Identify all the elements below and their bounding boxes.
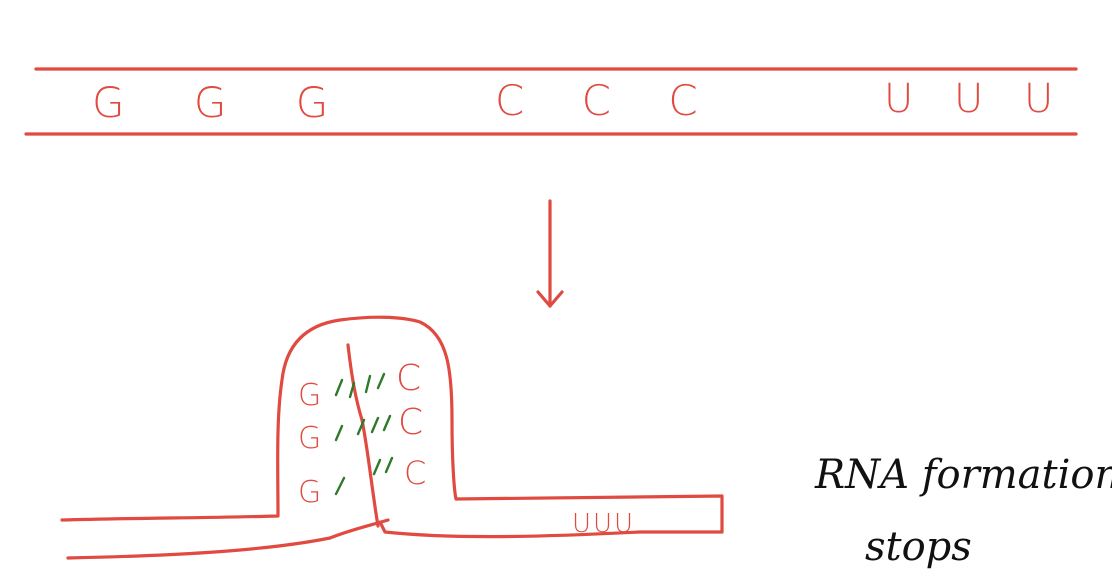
note-line-1: RNA formation [814, 452, 1112, 498]
hairpin-right-base: C [396, 358, 421, 399]
base-pairing-marks [334, 372, 394, 496]
hairpin-left-base: G [298, 421, 321, 456]
note-line-2: stops [865, 524, 972, 570]
hairpin-stem-divider [346, 343, 380, 528]
top-g-bases: G G G [92, 78, 356, 127]
top-c-bases: C C C [495, 76, 720, 125]
hairpin-left-base: G [298, 475, 321, 510]
hairpin-right-base: C [398, 402, 423, 443]
hairpin-outer-strand [60, 315, 724, 539]
hairpin-left-base: G [298, 378, 321, 413]
hairpin-lower-strand [66, 518, 390, 560]
top-u-bases: U U U [884, 76, 1067, 122]
hairpin-right-base: C [404, 454, 426, 492]
hairpin-tail-bases: UUU [572, 509, 635, 539]
arrow-down-icon [536, 199, 564, 308]
